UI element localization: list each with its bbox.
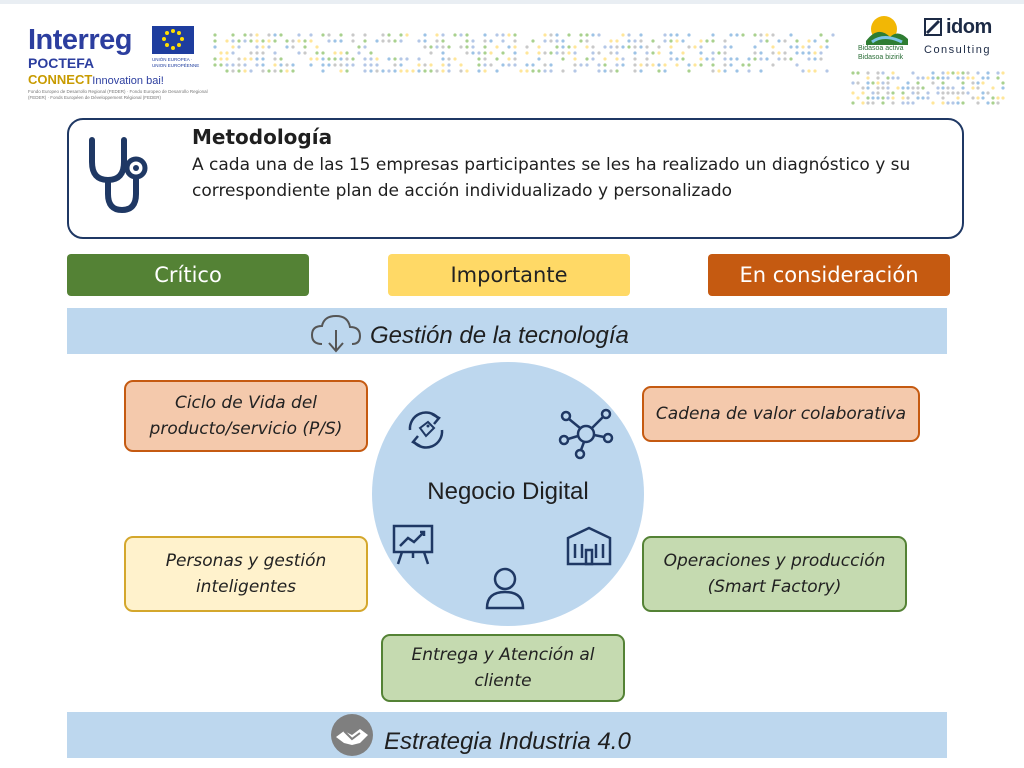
cloud-download-icon bbox=[310, 314, 362, 353]
eu-flag-icon bbox=[152, 26, 194, 54]
digital-business-circle bbox=[372, 362, 644, 626]
top-strip bbox=[0, 0, 1024, 4]
idom-logo: idom bbox=[946, 16, 992, 38]
area-personas: Personas y gestión inteligentes bbox=[124, 536, 368, 612]
handshake-icon bbox=[331, 714, 373, 756]
strategy-band-title: Estrategia Industria 4.0 bbox=[384, 728, 631, 755]
dot-pattern-small bbox=[851, 71, 1005, 105]
fund-text: Fondo Europeo de Desarrollo Regional (FE… bbox=[28, 89, 208, 100]
area-entrega: Entrega y Atención al cliente bbox=[381, 634, 625, 702]
connect-word: CONNECT bbox=[28, 72, 93, 87]
interreg-logo: Interreg bbox=[28, 24, 132, 56]
strategy-band bbox=[67, 712, 947, 758]
poctefa-label: POCTEFA bbox=[28, 55, 95, 71]
dot-pattern-banner bbox=[213, 33, 835, 73]
bidasoa-logo-icon bbox=[866, 16, 908, 45]
idom-consulting: Consulting bbox=[924, 44, 991, 56]
eu-text: UNIÓN EUROPEA · UNION EUROPÉENNE bbox=[152, 57, 200, 68]
user-icon bbox=[485, 567, 525, 610]
refresh-tag-icon bbox=[408, 411, 444, 449]
methodology-title: Metodología bbox=[192, 125, 333, 149]
digital-business-label: Negocio Digital bbox=[427, 478, 589, 505]
building-icon bbox=[566, 526, 612, 566]
network-icon bbox=[558, 408, 614, 460]
technology-band bbox=[67, 308, 947, 354]
area-cadena-valor: Cadena de valor colaborativa bbox=[642, 386, 920, 442]
methodology-text: A cada una de las 15 empresas participan… bbox=[192, 155, 911, 201]
area-ciclo-vida: Ciclo de Vida del producto/servicio (P/S… bbox=[124, 380, 368, 452]
priority-importante: Importante bbox=[388, 254, 630, 296]
priority-consideracion: En consideración bbox=[708, 254, 950, 296]
stethoscope-icon bbox=[89, 137, 148, 214]
connect-label: CONNECTInnovation bai! bbox=[28, 72, 164, 87]
technology-band-title: Gestión de la tecnología bbox=[370, 322, 629, 349]
bidasoa-text: Bidasoa activa Bidasoa bizirik bbox=[858, 45, 904, 61]
idom-mark-icon bbox=[924, 18, 942, 36]
area-operaciones: Operaciones y producción (Smart Factory) bbox=[642, 536, 907, 612]
methodology-card bbox=[67, 118, 964, 239]
presentation-chart-icon bbox=[392, 524, 434, 565]
priority-critico: Crítico bbox=[67, 254, 309, 296]
connect-tail: Innovation bai! bbox=[92, 75, 164, 87]
